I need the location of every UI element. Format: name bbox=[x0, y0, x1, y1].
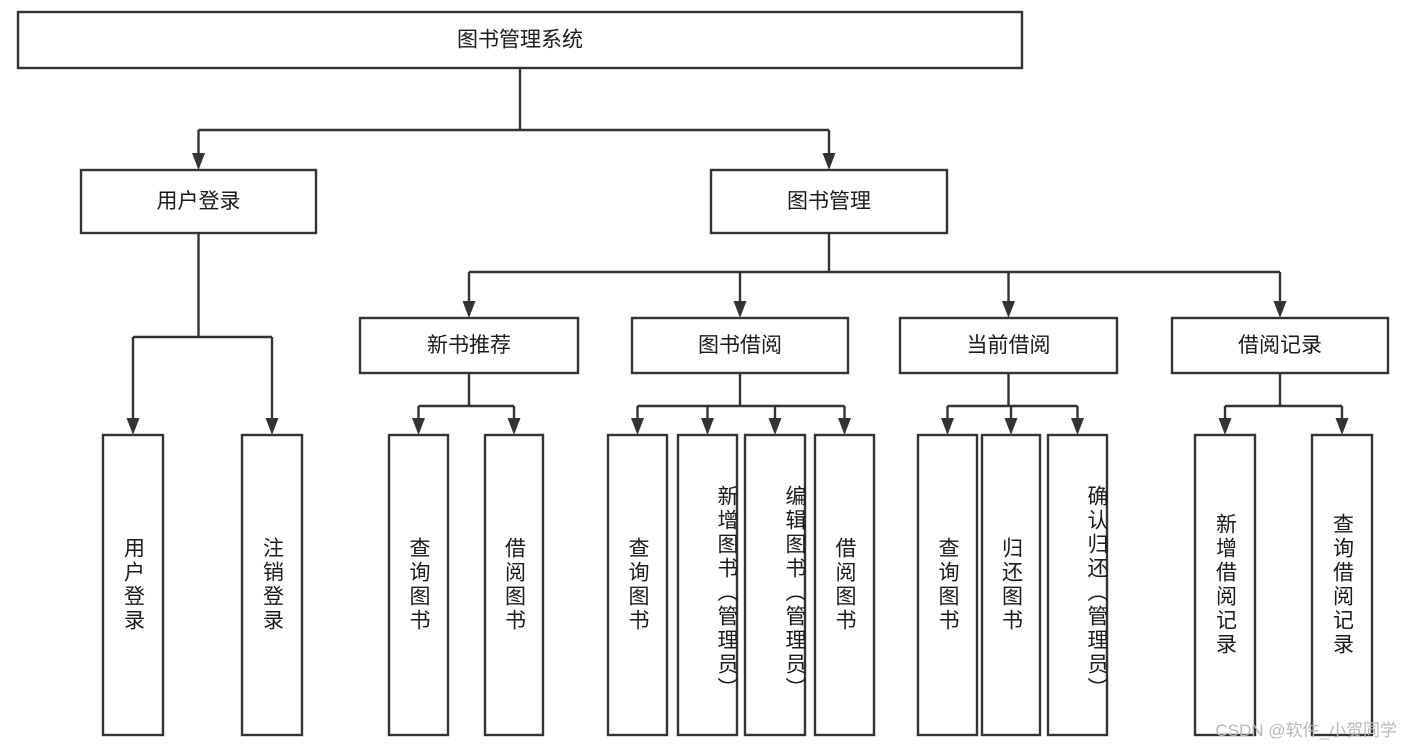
node-box-leaf-edit-book[interactable] bbox=[743, 433, 807, 737]
node-box-leaf-borrow-book-1[interactable] bbox=[483, 433, 545, 737]
node-label-borrow-record: 借阅记录 bbox=[1238, 334, 1322, 357]
arrow-head bbox=[941, 418, 954, 435]
watermark: CSDN @软件_小贺同学 bbox=[1215, 721, 1397, 740]
node-box-book-manage[interactable] bbox=[709, 168, 949, 235]
node-label-current-borrow: 当前借阅 bbox=[967, 334, 1051, 357]
connector-layer bbox=[126, 68, 1349, 435]
node-label-book-manage: 图书管理 bbox=[787, 190, 871, 213]
node-box-current-borrow[interactable] bbox=[898, 316, 1119, 375]
arrow-head bbox=[701, 418, 714, 435]
node-label-new-book-rec: 新书推荐 bbox=[427, 334, 511, 357]
node-box-book-borrow[interactable] bbox=[630, 316, 850, 375]
node-box-leaf-add-record[interactable] bbox=[1193, 433, 1257, 737]
node-box-leaf-add-book[interactable] bbox=[676, 433, 739, 737]
node-box-leaf-confirm-return[interactable] bbox=[1046, 433, 1109, 737]
box-layer bbox=[16, 10, 1390, 737]
node-box-leaf-return-book[interactable] bbox=[980, 433, 1042, 737]
arrow-head bbox=[822, 153, 836, 170]
arrow-head bbox=[1273, 301, 1287, 318]
node-box-leaf-logout[interactable] bbox=[240, 433, 304, 737]
node-box-leaf-borrow-book-2[interactable] bbox=[813, 433, 876, 737]
arrow-head bbox=[265, 418, 279, 435]
node-box-leaf-query-record[interactable] bbox=[1310, 433, 1374, 737]
arrow-head bbox=[768, 418, 782, 435]
arrow-head bbox=[1218, 418, 1232, 435]
node-label-user-login: 用户登录 bbox=[157, 190, 241, 213]
node-label-root: 图书管理系统 bbox=[457, 29, 583, 52]
node-box-leaf-user-login[interactable] bbox=[101, 433, 165, 737]
arrow-head bbox=[733, 301, 747, 318]
node-label-book-borrow: 图书借阅 bbox=[698, 334, 782, 357]
node-box-leaf-query-book-1[interactable] bbox=[387, 433, 450, 737]
arrow-head bbox=[1071, 418, 1084, 435]
node-box-borrow-record[interactable] bbox=[1170, 316, 1390, 375]
node-box-leaf-query-book-2[interactable] bbox=[606, 433, 669, 737]
arrow-head bbox=[126, 418, 140, 435]
arrow-head bbox=[412, 418, 425, 435]
arrow-head bbox=[631, 418, 644, 435]
node-box-leaf-query-book-3[interactable] bbox=[916, 433, 979, 737]
node-box-root[interactable] bbox=[16, 10, 1024, 70]
arrow-head bbox=[507, 418, 521, 435]
node-box-user-login[interactable] bbox=[79, 168, 318, 235]
arrow-head bbox=[462, 301, 476, 318]
arrow-head bbox=[192, 153, 205, 170]
arrow-head bbox=[1004, 418, 1018, 435]
arrow-head bbox=[1335, 418, 1349, 435]
node-box-new-book-rec[interactable] bbox=[358, 316, 580, 375]
arrow-head bbox=[838, 418, 851, 435]
arrow-head bbox=[1002, 301, 1015, 318]
